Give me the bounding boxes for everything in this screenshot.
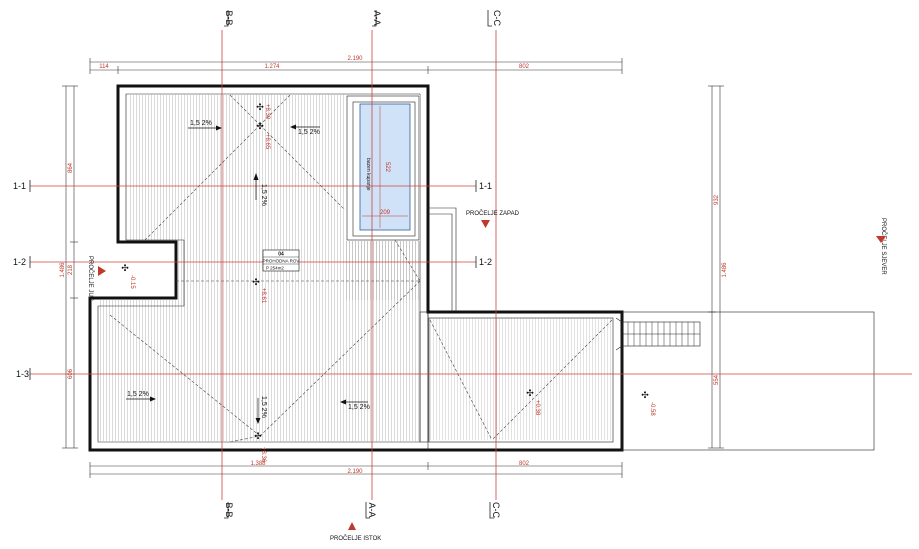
- facade-marker-north: PROČELJE SJEVER: [876, 218, 887, 275]
- terrace-outline: [621, 311, 875, 451]
- roof-ridges: [109, 94, 613, 443]
- section-label-left-13: 1-3: [16, 369, 29, 379]
- pool-wall-lines: [428, 207, 457, 312]
- dim-top-a: 114: [99, 64, 109, 70]
- facade-marker-west: PROČELJE ZAPAD: [466, 210, 520, 228]
- level-marker-2: ✣ +8.65: [256, 121, 270, 150]
- dim-left-3: 218: [68, 264, 74, 275]
- dim-bottom-a: 1.388: [250, 461, 266, 467]
- level-marker-6: ✣ -0.58: [641, 390, 655, 416]
- section-label-bottom-cc: C-C: [491, 502, 501, 518]
- slope-arrow: [290, 124, 320, 130]
- dim-top-b: 1.274: [264, 64, 280, 70]
- level-marker-4: ✣ -0.15: [121, 263, 135, 289]
- dim-left-2: 1.486: [60, 262, 66, 278]
- slope-label-2: 1,5 2%: [298, 129, 320, 136]
- svg-text:+8.30: +8.30: [264, 104, 270, 120]
- dim-top-c: 802: [519, 64, 530, 70]
- level-marker-1: ✣ +8.30: [256, 102, 270, 120]
- slope-arrow: [255, 398, 261, 424]
- slope-label-1: 1,5 2%: [190, 120, 212, 127]
- facade-marker-east: PROČELJE ISTOK: [330, 522, 381, 542]
- svg-text:PROČELJE ISTOK: PROČELJE ISTOK: [330, 535, 381, 542]
- dim-left-1: 864: [68, 162, 74, 173]
- room-id: 04: [278, 252, 284, 258]
- section-label-bottom-aa: A-A: [367, 502, 377, 517]
- facade-marker-south: PROČELJE JUG: [87, 256, 106, 302]
- svg-text:✣: ✣: [252, 277, 260, 287]
- section-lines: [29, 10, 912, 519]
- dim-top-total: 2.190: [347, 56, 363, 62]
- room-label: 04 PROHODNA ROV P 254m2: [263, 249, 300, 272]
- section-label-right-12: 1-2: [479, 257, 492, 267]
- slope-arrow: [253, 173, 259, 200]
- level-marker-3: ✣ +8.61: [252, 277, 266, 304]
- slope-label-6: 1,5 2%: [348, 404, 370, 411]
- top-dimension-chain: 2.190 114 1.274 802: [89, 56, 623, 74]
- slope-label-4: 1,5 2%: [127, 391, 149, 398]
- section-label-top-aa: A-A: [372, 10, 382, 25]
- svg-text:✣: ✣: [641, 390, 649, 400]
- dim-right-3: 554: [714, 374, 720, 385]
- pool-label: bazen kupanje: [365, 158, 371, 191]
- svg-text:PROČELJE SJEVER: PROČELJE SJEVER: [880, 218, 887, 275]
- section-label-bottom-bb: B-B: [224, 502, 234, 517]
- slope-arrow: [340, 399, 368, 405]
- stair: [615, 317, 701, 351]
- slope-label-3: 1,5 2%: [260, 184, 267, 206]
- room-name: PROHODNA ROV: [263, 259, 300, 264]
- svg-text:✣: ✣: [256, 121, 264, 131]
- svg-text:✣: ✣: [526, 388, 534, 398]
- svg-text:+8.36: +8.36: [260, 447, 266, 463]
- svg-text:-0.15: -0.15: [129, 275, 135, 289]
- slope-arrow: [126, 396, 156, 402]
- svg-text:PROČELJE JUG: PROČELJE JUG: [87, 256, 94, 302]
- svg-text:+8.65: +8.65: [264, 134, 270, 150]
- dim-right-2: 1.486: [722, 262, 728, 278]
- slope-label-5: 1,5 2%: [260, 396, 267, 418]
- level-marker-7: ✣ +8.36: [254, 431, 266, 463]
- svg-text:✣: ✣: [254, 431, 262, 441]
- dim-bottom-total: 2.190: [347, 469, 363, 475]
- svg-text:PROČELJE ZAPAD: PROČELJE ZAPAD: [466, 210, 520, 217]
- svg-text:+8.61: +8.61: [260, 288, 266, 304]
- section-label-left-12: 1-2: [13, 257, 26, 267]
- level-marker-5: ✣ +0.38: [526, 388, 540, 416]
- svg-text:-0.58: -0.58: [649, 402, 655, 416]
- slope-arrow: [188, 125, 222, 131]
- bottom-dimension-chain: 1.388 802 2.190: [89, 461, 623, 478]
- pool-dim-height: 522: [384, 162, 390, 173]
- pool-dim-width: 209: [380, 210, 391, 216]
- svg-text:✣: ✣: [121, 263, 129, 273]
- dim-bottom-c: 802: [519, 461, 530, 467]
- svg-text:✣: ✣: [256, 102, 264, 112]
- room-area: P 254m2: [266, 266, 284, 271]
- section-label-right-11: 1-1: [479, 181, 492, 191]
- main-roof: [88, 84, 624, 452]
- dim-right-1: 932: [714, 194, 720, 205]
- right-dimension-chain: 932 1.486 554: [708, 85, 728, 449]
- left-dimension-chain: 864 1.486 218 606: [60, 85, 78, 449]
- section-label-top-bb: B-B: [224, 10, 234, 25]
- section-label-left-11: 1-1: [13, 181, 26, 191]
- section-label-top-cc: C-C: [492, 10, 502, 26]
- svg-text:+0.38: +0.38: [534, 400, 540, 416]
